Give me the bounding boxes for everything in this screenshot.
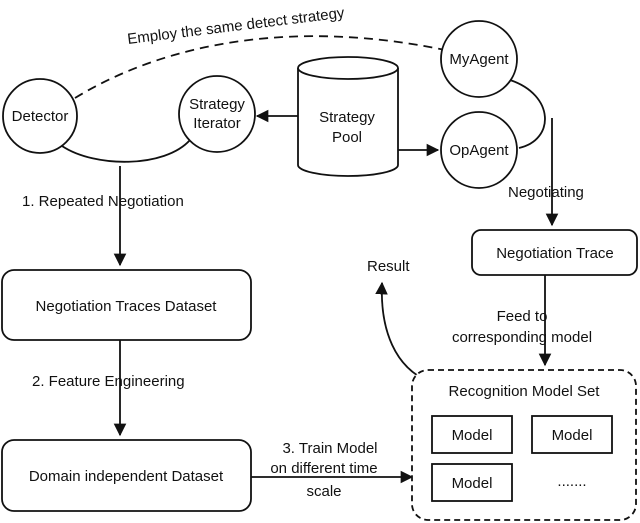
result-arrow bbox=[375, 281, 431, 383]
myagent-opagent-arc bbox=[509, 79, 546, 149]
feature-engineering-label: 2. Feature Engineering bbox=[32, 373, 185, 390]
model-box-2 bbox=[531, 415, 613, 454]
negotiation-trace-label: Negotiation Trace bbox=[496, 245, 614, 262]
domain-independent-dataset-label: Domain independent Dataset bbox=[29, 468, 224, 485]
negotiation-traces-dataset-label: Negotiation Traces Dataset bbox=[36, 298, 218, 315]
model-label-1: Model bbox=[452, 427, 493, 444]
myagent-node bbox=[440, 20, 518, 98]
strategy-iterator-label-1: Strategy bbox=[189, 96, 245, 113]
model-box-3 bbox=[431, 463, 513, 502]
recognition-model-set-label: Recognition Model Set bbox=[449, 383, 601, 400]
detector-node bbox=[2, 78, 78, 154]
opagent-label: OpAgent bbox=[449, 142, 509, 159]
feed-to-label-1: Feed to bbox=[497, 308, 548, 325]
negotiation-traces-dataset-box bbox=[1, 269, 252, 341]
strategy-iterator-label-2: Iterator bbox=[193, 115, 241, 132]
train-model-label-2: on different time bbox=[270, 460, 377, 477]
negotiation-trace-box bbox=[471, 229, 638, 276]
repeated-negotiation-label: 1. Repeated Negotiation bbox=[22, 193, 184, 210]
detector-iterator-arc bbox=[61, 139, 191, 163]
train-model-label-1: 3. Train Model bbox=[282, 440, 377, 457]
train-model-label-3: scale bbox=[306, 483, 341, 500]
model-box-1 bbox=[431, 415, 513, 454]
detector-label: Detector bbox=[12, 108, 69, 125]
domain-independent-dataset-box bbox=[1, 439, 252, 512]
feed-to-label-2: corresponding model bbox=[452, 329, 592, 346]
opagent-node bbox=[440, 111, 518, 189]
strategy-pool-label-2: Pool bbox=[332, 129, 362, 146]
negotiating-label: Negotiating bbox=[508, 184, 584, 201]
strategy-pool-label-1: Strategy bbox=[319, 109, 375, 126]
myagent-label: MyAgent bbox=[449, 51, 509, 68]
result-label: Result bbox=[367, 258, 410, 275]
model-label-2: Model bbox=[552, 427, 593, 444]
more-models-ellipsis: ....... bbox=[557, 473, 586, 490]
model-label-3: Model bbox=[452, 475, 493, 492]
strategy-pool-node bbox=[297, 56, 399, 177]
strategy-iterator-node bbox=[178, 75, 256, 153]
dashed-strategy-link bbox=[74, 35, 446, 99]
